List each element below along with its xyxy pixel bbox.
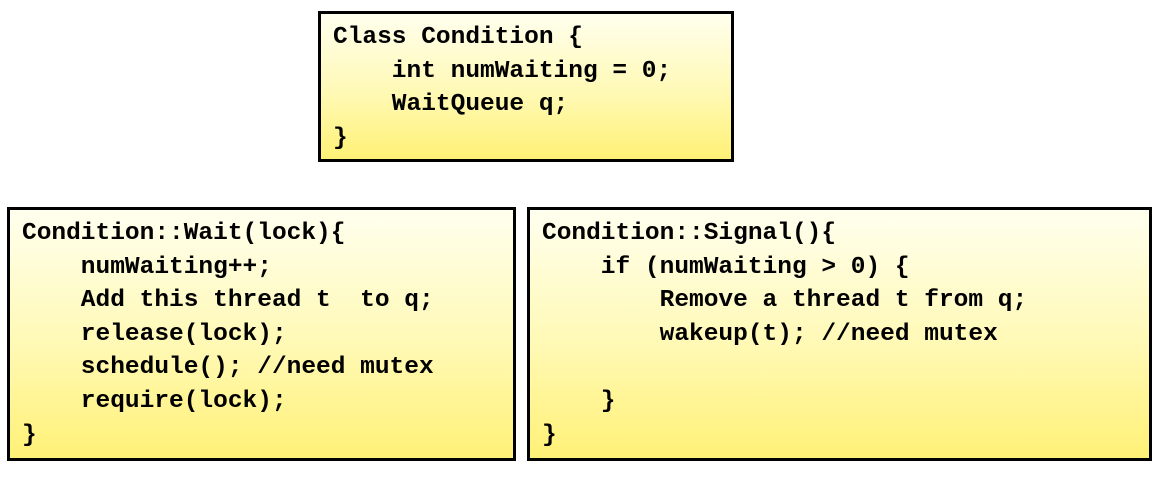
- code-line: }: [333, 124, 348, 152]
- code-line: Condition::Wait(lock){: [22, 220, 346, 247]
- code-line: }: [542, 421, 557, 449]
- code-line: [542, 351, 1149, 385]
- signal-method-code-box: Condition::Signal(){ if (numWaiting > 0)…: [527, 207, 1152, 461]
- code-line: Condition::Signal(){: [542, 220, 837, 247]
- condition-class-code-box: Class Condition { int numWaiting = 0; Wa…: [318, 11, 734, 162]
- code-line: require(lock);: [22, 387, 287, 415]
- code-line: int numWaiting = 0;: [333, 57, 672, 85]
- code-line: }: [22, 421, 37, 449]
- code-line: numWaiting++;: [22, 253, 272, 281]
- code-line: wakeup(t); //need mutex: [542, 320, 998, 348]
- code-line: if (numWaiting > 0) {: [542, 253, 910, 281]
- code-line: Class Condition {: [333, 24, 583, 51]
- code-line: Add this thread t to q;: [22, 287, 434, 315]
- code-line: }: [542, 387, 616, 415]
- code-line: WaitQueue q;: [333, 91, 569, 119]
- wait-method-code-box: Condition::Wait(lock){ numWaiting++; Add…: [7, 207, 516, 461]
- code-line: schedule(); //need mutex: [22, 354, 434, 382]
- code-line: Remove a thread t from q;: [542, 287, 1028, 315]
- code-line: release(lock);: [22, 320, 287, 348]
